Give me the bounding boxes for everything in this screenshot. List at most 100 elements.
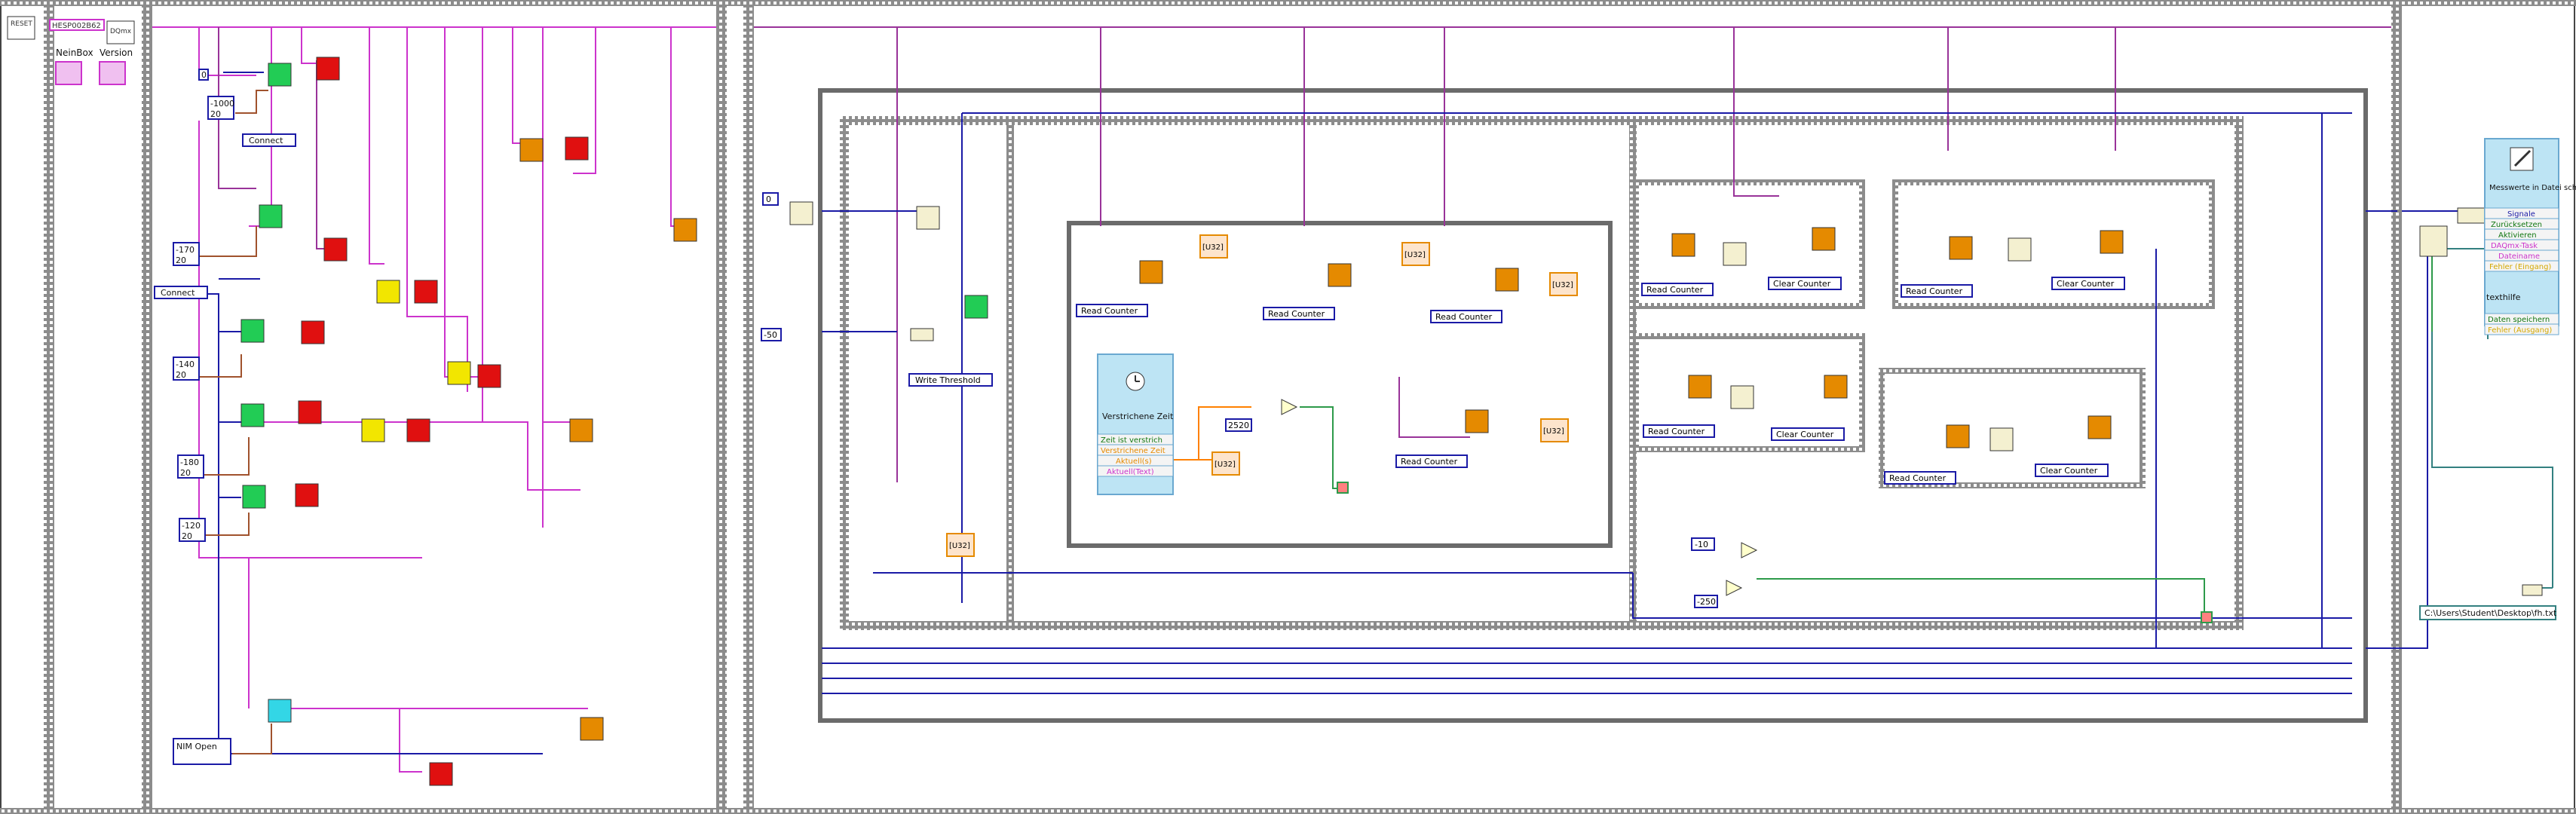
vi-node[interactable] [448, 362, 470, 384]
compare-node[interactable] [1741, 543, 1757, 558]
clear-counter-label: Clear Counter [2057, 279, 2115, 289]
vi-node[interactable] [965, 295, 988, 318]
num-constant-text: -250 [1697, 597, 1716, 607]
stop-terminal[interactable] [1337, 482, 1348, 493]
vi-node[interactable] [302, 321, 324, 344]
vi-node[interactable] [1140, 261, 1162, 283]
vi-node[interactable] [1689, 375, 1711, 398]
elapsed-time-title: Verstrichene Zeit [1102, 412, 1174, 421]
num-constant-text: 0 [201, 70, 207, 80]
vi-node[interactable] [1672, 234, 1695, 256]
version-label: Version [100, 47, 133, 58]
vi-node[interactable] [259, 205, 282, 228]
vi-node[interactable] [1824, 375, 1847, 398]
vi-node[interactable] [268, 63, 291, 86]
vi-node[interactable] [520, 139, 543, 161]
vi-node[interactable] [1812, 228, 1835, 250]
neinbox-label: NeinBox [56, 47, 93, 58]
num-constant-text: -10 [1695, 540, 1708, 549]
merge-signal-node[interactable] [2458, 208, 2485, 223]
vi-node[interactable] [674, 219, 697, 241]
bundle-node[interactable] [2522, 585, 2542, 595]
write-file-item: DAQmx-Task [2491, 242, 2538, 250]
vi-node[interactable] [377, 280, 400, 303]
vi-node[interactable] [1990, 428, 2013, 451]
num-constant-text: 20 [180, 468, 191, 478]
vi-node[interactable] [241, 404, 264, 427]
u32-indicator-text: [U32] [1202, 243, 1224, 252]
file-path-text: C:\Users\Student\Desktop\fh.txt [2424, 608, 2557, 618]
vi-node[interactable] [299, 401, 321, 424]
dqmx-label: DQmx [110, 28, 132, 35]
write-file-output: Fehler (Ausgang) [2488, 326, 2552, 335]
vi-node[interactable] [243, 485, 265, 508]
num-constant-text: 20 [210, 109, 221, 119]
vi-node[interactable] [2088, 416, 2111, 439]
frame-divider [743, 0, 754, 814]
write-threshold-label: Write Threshold [915, 375, 981, 385]
connect-ring-label: Connect [249, 136, 283, 145]
vi-node[interactable] [430, 763, 452, 785]
read-counter-label: Read Counter [1646, 285, 1704, 295]
vi-node[interactable] [296, 484, 318, 506]
vi-node[interactable] [1950, 237, 1972, 259]
read-counter-label: Read Counter [1268, 309, 1325, 319]
num-constant-text: 0 [766, 194, 771, 204]
vi-node[interactable] [324, 238, 347, 261]
build-array-node[interactable] [2420, 226, 2447, 256]
vi-node[interactable] [268, 699, 291, 722]
vi-node[interactable] [1496, 268, 1518, 291]
stop-terminal[interactable] [2201, 612, 2212, 623]
write-file-item: Aktivieren [2498, 231, 2537, 240]
vi-node[interactable] [565, 137, 588, 160]
u32-indicators: [U32] [U32] [U32] [U32] [U32] [U32] [947, 235, 1577, 556]
u32-indicator-text: [U32] [1214, 461, 1236, 469]
vi-node[interactable] [580, 718, 603, 740]
num-constant-text: 20 [182, 531, 192, 541]
sequence-frame-1: -1000 20 -170 20 -140 20 -180 20 -120 20… [152, 27, 716, 785]
u32-indicator-text: [U32] [1404, 251, 1426, 259]
elapsed-time-item: Aktuell(s) [1116, 457, 1152, 466]
connect-ring-label: Connect [161, 288, 195, 298]
write-file-item: Zurücksetzen [2491, 221, 2542, 229]
version-indicator[interactable] [100, 62, 125, 84]
yellow-nodes [362, 280, 470, 442]
resource-label: HESP002B62 [52, 22, 101, 30]
vi-node[interactable] [407, 419, 430, 442]
vi-node[interactable] [911, 329, 933, 341]
elapsed-time-item: Aktuell(Text) [1107, 468, 1154, 476]
vi-node[interactable] [790, 202, 813, 225]
frame-divider [2391, 0, 2402, 814]
vi-node[interactable] [362, 419, 384, 442]
frame-bottom-strip [0, 808, 2576, 814]
write-file-item: Signale [2507, 210, 2535, 219]
elapsed-time-item: Verstrichene Zeit [1101, 447, 1165, 455]
clear-counter-label: Clear Counter [2040, 466, 2098, 476]
orange-nodes [520, 139, 697, 740]
vi-node[interactable] [1947, 425, 1969, 448]
vi-node[interactable] [241, 320, 264, 342]
vi-node[interactable] [1328, 264, 1351, 286]
vi-node[interactable] [1723, 243, 1746, 265]
clear-counter-label: Clear Counter [1773, 279, 1831, 289]
vi-node[interactable] [2008, 238, 2031, 261]
clear-counter-label: Clear Counter [1776, 430, 1834, 439]
vi-node[interactable] [317, 57, 339, 80]
vi-node[interactable] [1466, 410, 1488, 433]
write-file-output: Daten speichern [2488, 316, 2550, 324]
compare-node[interactable] [1726, 580, 1741, 595]
vi-node[interactable] [570, 419, 593, 442]
neinbox-indicator[interactable] [56, 62, 81, 84]
num-constant-text: 20 [176, 370, 186, 380]
sequence-frame-2: 0 -50 2520 -10 -250 Write Threshold Read… [754, 27, 2553, 721]
frame-divider [142, 0, 152, 814]
vi-node[interactable] [1731, 386, 1754, 409]
vi-node[interactable] [2100, 231, 2123, 253]
texthilfe-label: texthilfe [2486, 292, 2521, 302]
clear-nodes [1723, 238, 2031, 451]
vi-node[interactable] [478, 365, 501, 387]
vi-node[interactable] [917, 207, 939, 229]
elapsed-time-vi[interactable]: Verstrichene Zeit Zeit ist verstrich Ver… [1098, 354, 1174, 494]
vi-node[interactable] [415, 280, 437, 303]
compare-node[interactable] [1282, 399, 1297, 415]
